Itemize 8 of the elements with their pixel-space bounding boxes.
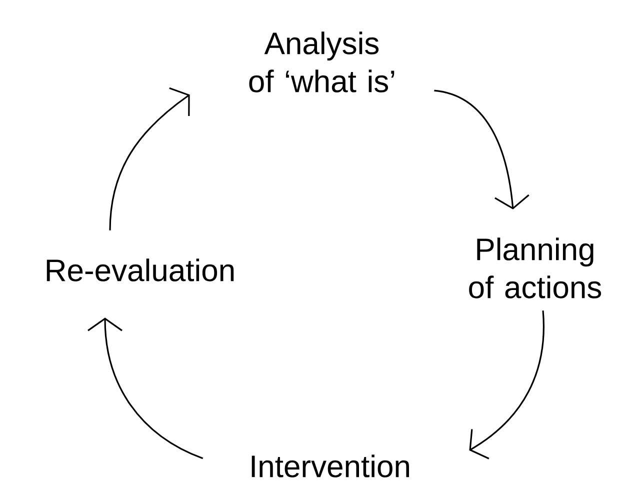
cycle-stage-label: Planning of actions [469,238,602,298]
curved-arrow [434,90,530,210]
cycle-stage-label: Re-evaluation [46,258,234,282]
curved-arrow [469,310,544,460]
curved-arrow [109,87,190,230]
cycle-stage-label: Intervention [252,454,409,478]
cycle-stage-label: Analysis of ‘what is’ [249,32,394,92]
curved-arrow [88,318,204,460]
